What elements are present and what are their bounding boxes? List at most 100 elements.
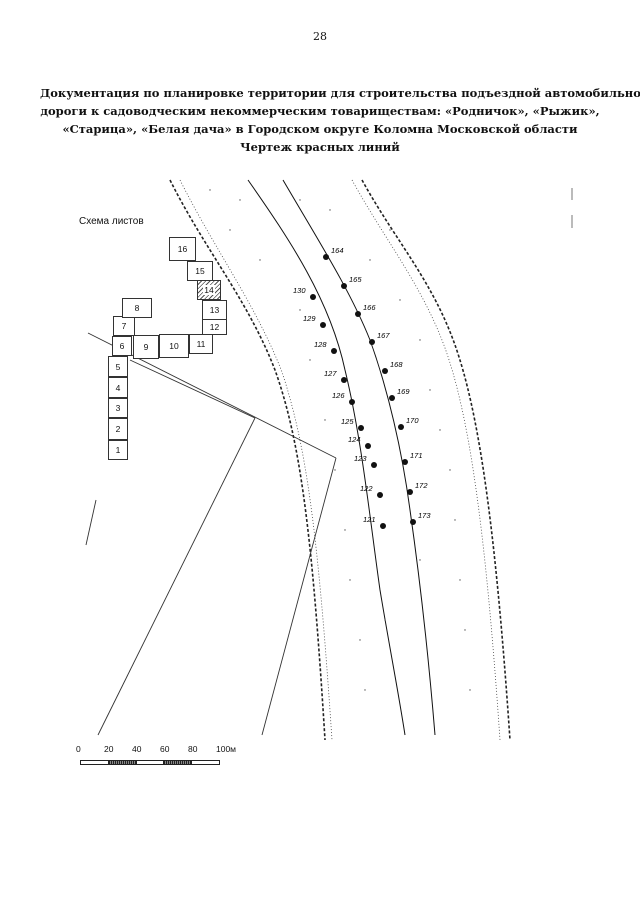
title-line-2: дороги к садоводческим некоммерческим то… xyxy=(40,104,600,118)
sheet-10: 10 xyxy=(159,334,189,358)
sheet-1: 1 xyxy=(108,440,128,460)
sheet-label: 15 xyxy=(195,266,205,276)
sheet-12: 12 xyxy=(202,319,227,335)
scale-tick-label: 60 xyxy=(160,744,170,754)
document-title: Документация по планировке территории дл… xyxy=(40,84,640,156)
turning-point-label: 170 xyxy=(406,416,419,425)
turning-point-label: 130 xyxy=(293,286,306,295)
sheet-label: 9 xyxy=(143,342,149,352)
turning-point-122 xyxy=(377,492,383,498)
scale-labels: 0 20 40 60 80 100м xyxy=(76,744,246,756)
turning-point-167 xyxy=(369,339,375,345)
turning-point-171 xyxy=(402,459,408,465)
sheet-15: 15 xyxy=(187,261,213,281)
title-line-3: «Старица», «Белая дача» в Городском окру… xyxy=(62,122,578,136)
turning-point-125 xyxy=(358,425,364,431)
title-line-4: Чертеж красных линий xyxy=(240,140,400,154)
sheet-9: 9 xyxy=(133,335,159,359)
scale-segment xyxy=(192,761,219,764)
sheet-3: 3 xyxy=(108,398,128,418)
sheet-2: 2 xyxy=(108,418,128,440)
turning-point-label: 121 xyxy=(363,515,376,524)
page-number: 28 xyxy=(313,30,327,43)
turning-point-126 xyxy=(349,399,355,405)
turning-point-label: 167 xyxy=(377,331,390,340)
turning-point-label: 168 xyxy=(390,360,403,369)
turning-point-label: 164 xyxy=(331,246,344,255)
turning-point-164 xyxy=(323,254,329,260)
scale-segment xyxy=(164,761,193,764)
outer-boundary-right xyxy=(361,179,511,741)
turning-point-128 xyxy=(331,348,337,354)
turning-point-165 xyxy=(341,283,347,289)
outer-boundary-left xyxy=(169,179,326,741)
red-line-left xyxy=(247,179,406,736)
turning-point-label: 172 xyxy=(415,481,428,490)
scale-bar xyxy=(80,760,220,765)
sheet-label: 14 xyxy=(203,285,215,295)
plot-line-5 xyxy=(129,359,256,419)
inner-boundary-right xyxy=(351,179,501,741)
sheet-label: 16 xyxy=(177,244,188,254)
turning-point-label: 124 xyxy=(348,435,361,444)
turning-point-label: 171 xyxy=(410,451,423,460)
turning-point-label: 169 xyxy=(397,387,410,396)
turning-point-121 xyxy=(380,523,386,529)
turning-point-label: 173 xyxy=(418,511,431,520)
sheet-6: 6 xyxy=(112,336,132,356)
plot-line-3 xyxy=(97,417,256,736)
sheet-5: 5 xyxy=(108,356,128,377)
sheet-scheme-label: Схема листов xyxy=(79,216,144,227)
scale-tick-label: 20 xyxy=(104,744,114,754)
sheet-13: 13 xyxy=(202,300,227,320)
turning-point-173 xyxy=(410,519,416,525)
sheet-label: 13 xyxy=(209,305,220,315)
sheet-4: 4 xyxy=(108,377,128,398)
turning-point-label: 166 xyxy=(363,303,376,312)
turning-point-label: 127 xyxy=(324,369,337,378)
turning-point-124 xyxy=(365,443,371,449)
scale-tick-label: 0 xyxy=(76,744,81,754)
sheet-label: 4 xyxy=(115,382,121,393)
scale-tick-label: 40 xyxy=(132,744,142,754)
turning-point-172 xyxy=(407,489,413,495)
scale-segment xyxy=(108,761,137,764)
turning-point-169 xyxy=(389,395,395,401)
sheet-label: 11 xyxy=(196,339,206,349)
scale-tick-label: 100м xyxy=(216,744,237,754)
turning-point-label: 165 xyxy=(349,275,362,284)
scale-segment xyxy=(137,761,165,764)
turning-point-label: 126 xyxy=(332,391,345,400)
turning-point-129 xyxy=(320,322,326,328)
sheet-14: 14 xyxy=(197,280,221,300)
survey-dots xyxy=(209,189,471,691)
sheet-8: 8 xyxy=(122,298,152,318)
turning-point-label: 129 xyxy=(303,314,316,323)
title-line-1: Документация по планировке территории дл… xyxy=(40,86,640,100)
sheet-7: 7 xyxy=(113,316,135,336)
sheet-label: 3 xyxy=(115,403,121,413)
turning-point-170 xyxy=(398,424,404,430)
turning-point-127 xyxy=(341,377,347,383)
scale-tick-label: 80 xyxy=(188,744,198,754)
sheet-label: 6 xyxy=(119,341,125,351)
plot-line-2 xyxy=(261,457,337,736)
scale-segment xyxy=(81,761,109,764)
sheet-label: 1 xyxy=(115,445,121,455)
turning-point-label: 122 xyxy=(360,484,373,493)
sheet-label: 7 xyxy=(121,321,127,331)
sheet-label: 2 xyxy=(115,424,121,434)
red-line-right xyxy=(282,179,436,736)
sheet-16: 16 xyxy=(169,237,196,261)
turning-point-label: 125 xyxy=(341,417,354,426)
turning-point-130 xyxy=(310,294,316,300)
turning-point-168 xyxy=(382,368,388,374)
turning-point-123 xyxy=(371,462,377,468)
sheet-label: 8 xyxy=(134,303,140,313)
sheet-label: 10 xyxy=(169,341,179,351)
turning-point-label: 123 xyxy=(354,454,367,463)
plot-line-4 xyxy=(85,499,97,546)
sheet-label: 12 xyxy=(209,322,220,332)
turning-point-label: 128 xyxy=(314,340,327,349)
